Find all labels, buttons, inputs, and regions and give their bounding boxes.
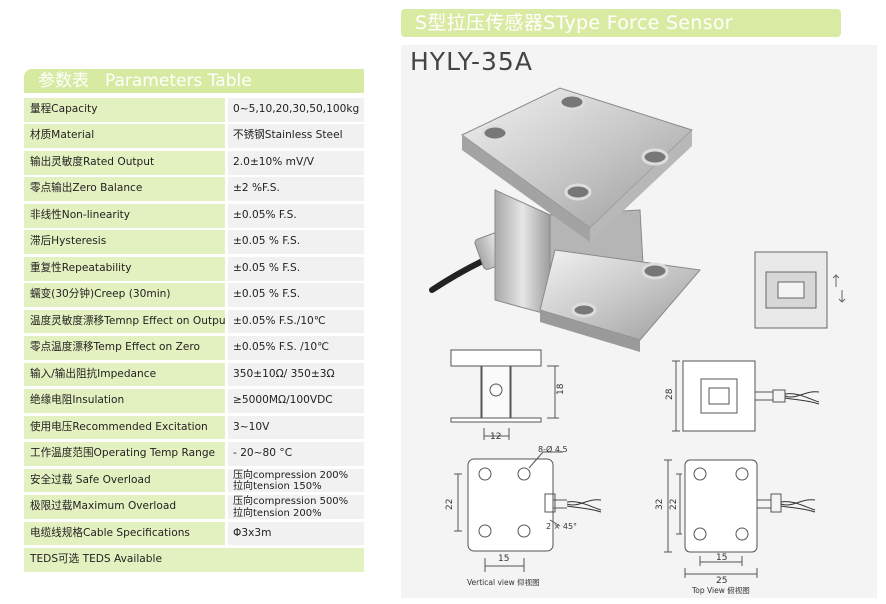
row-value-line2: 拉向tension 150%: [233, 481, 322, 493]
table-row: 绝缘电阻Insulation≥5000MΩ/100VDC: [24, 389, 364, 413]
dim-side-width: 12: [490, 432, 501, 442]
hole-note: 8-Ø 4.5: [538, 444, 568, 454]
row-label: 量程Capacity: [24, 98, 225, 122]
row-value: ±0.05% F.S./10℃: [228, 309, 364, 334]
table-row: 滞后Hysteresis±0.05 % F.S.: [24, 230, 364, 255]
dim-top-width-2: 25: [716, 576, 727, 586]
vertical-view-caption: Vertical view 仰视图: [467, 577, 540, 587]
dim-vertical-width: 15: [498, 554, 509, 564]
row-label: 材质Material: [24, 124, 225, 149]
row-value: ≥5000MΩ/100VDC: [228, 389, 364, 413]
top-view-caption: Top View 俯视图: [691, 585, 750, 595]
parameters-table-title: 参数表 Parameters Table: [24, 69, 364, 93]
row-value: ±0.05 % F.S.: [228, 256, 364, 281]
row-label: 绝缘电阻Insulation: [24, 389, 225, 413]
row-value: 3~10V: [228, 415, 364, 440]
row-value: - 20~80 °C: [228, 442, 364, 466]
row-value: 压向compression 200%拉向tension 150%: [228, 468, 364, 493]
row-value: 压向compression 500%拉向tension 200%: [228, 495, 364, 519]
row-value: ±0.05 % F.S.: [228, 230, 364, 255]
row-label: 零点温度漂移Temp Effect on Zero: [24, 336, 225, 360]
row-label: 极限过载Maximum Overload: [24, 495, 225, 519]
row-value: 350±10Ω/ 350±3Ω: [228, 362, 364, 387]
row-label: 输出灵敏度Rated Output: [24, 150, 225, 175]
row-value-line1: 压向compression 500%: [233, 496, 349, 508]
row-label: 工作温度范围Operating Temp Range: [24, 442, 225, 466]
table-title-en: Parameters Table: [105, 71, 252, 91]
row-label: 蠕变(30分钟)Creep (30min): [24, 283, 225, 307]
row-value: ±0.05 % F.S.: [228, 283, 364, 307]
row-value: 0~5,10,20,30,50,100kg: [228, 98, 364, 122]
dim-top-height-2: 22: [669, 499, 679, 510]
dim-side-height: 18: [556, 383, 566, 395]
row-label: 电缆线规格Cable Specifications: [24, 521, 225, 546]
dim-right-height: 28: [665, 388, 675, 400]
table-row: 重复性Repeatability±0.05 % F.S.: [24, 256, 364, 281]
row-label: 安全过载 Safe Overload: [24, 468, 225, 493]
row-value: 不锈钢Stainless Steel: [228, 124, 364, 149]
right-view-drawing: [672, 360, 820, 432]
row-value: ±0.05% F.S. /10℃: [228, 336, 364, 360]
row-label: TEDS可选 TEDS Available: [24, 548, 364, 572]
row-label: 零点输出Zero Balance: [24, 177, 225, 202]
row-label: 温度灵敏度漂移Temnp Effect on Output: [24, 309, 225, 334]
row-value-line2: 拉向tension 200%: [233, 507, 322, 519]
row-value: ±2 %F.S.: [228, 177, 364, 202]
sensor-photo: [429, 87, 701, 352]
dim-top-height-1: 32: [655, 499, 665, 510]
row-label: 输入/输出阻抗Impedance: [24, 362, 225, 387]
dim-vertical-height: 22: [445, 499, 455, 510]
model-number: HYLY-35A: [410, 47, 533, 76]
table-row: 零点输出Zero Balance±2 %F.S.: [24, 177, 364, 202]
table-row: 工作温度范围Operating Temp Range- 20~80 °C: [24, 442, 364, 466]
banner-title: S型拉压传感器SType Force Sensor: [401, 9, 841, 37]
row-value: Φ3x3m: [228, 521, 364, 546]
table-row: 温度灵敏度漂移Temnp Effect on Output±0.05% F.S.…: [24, 309, 364, 334]
dim-top-width-1: 15: [716, 553, 727, 563]
table-row: 非线性Non-linearity±0.05% F.S.: [24, 203, 364, 228]
table-row: 蠕变(30分钟)Creep (30min)±0.05 % F.S.: [24, 283, 364, 307]
top-view-drawing: [664, 459, 816, 578]
row-label: 使用电压Recommended Excitation: [24, 415, 225, 440]
front-view-drawing: [754, 251, 846, 329]
row-label: 非线性Non-linearity: [24, 203, 225, 228]
row-value: ±0.05% F.S.: [228, 203, 364, 228]
table-row: 零点温度漂移Temp Effect on Zero±0.05% F.S. /10…: [24, 336, 364, 360]
table-row: TEDS可选 TEDS Available: [24, 548, 364, 572]
row-value: 2.0±10% mV/V: [228, 150, 364, 175]
chamfer-note: 2 × 45°: [546, 522, 577, 531]
row-label: 重复性Repeatability: [24, 256, 225, 281]
table-title-cn: 参数表: [38, 71, 89, 91]
row-value-line1: 压向compression 200%: [233, 469, 349, 481]
side-view-drawing: [450, 349, 559, 440]
row-label: 滞后Hysteresis: [24, 230, 225, 255]
vertical-view-drawing: [454, 451, 602, 572]
